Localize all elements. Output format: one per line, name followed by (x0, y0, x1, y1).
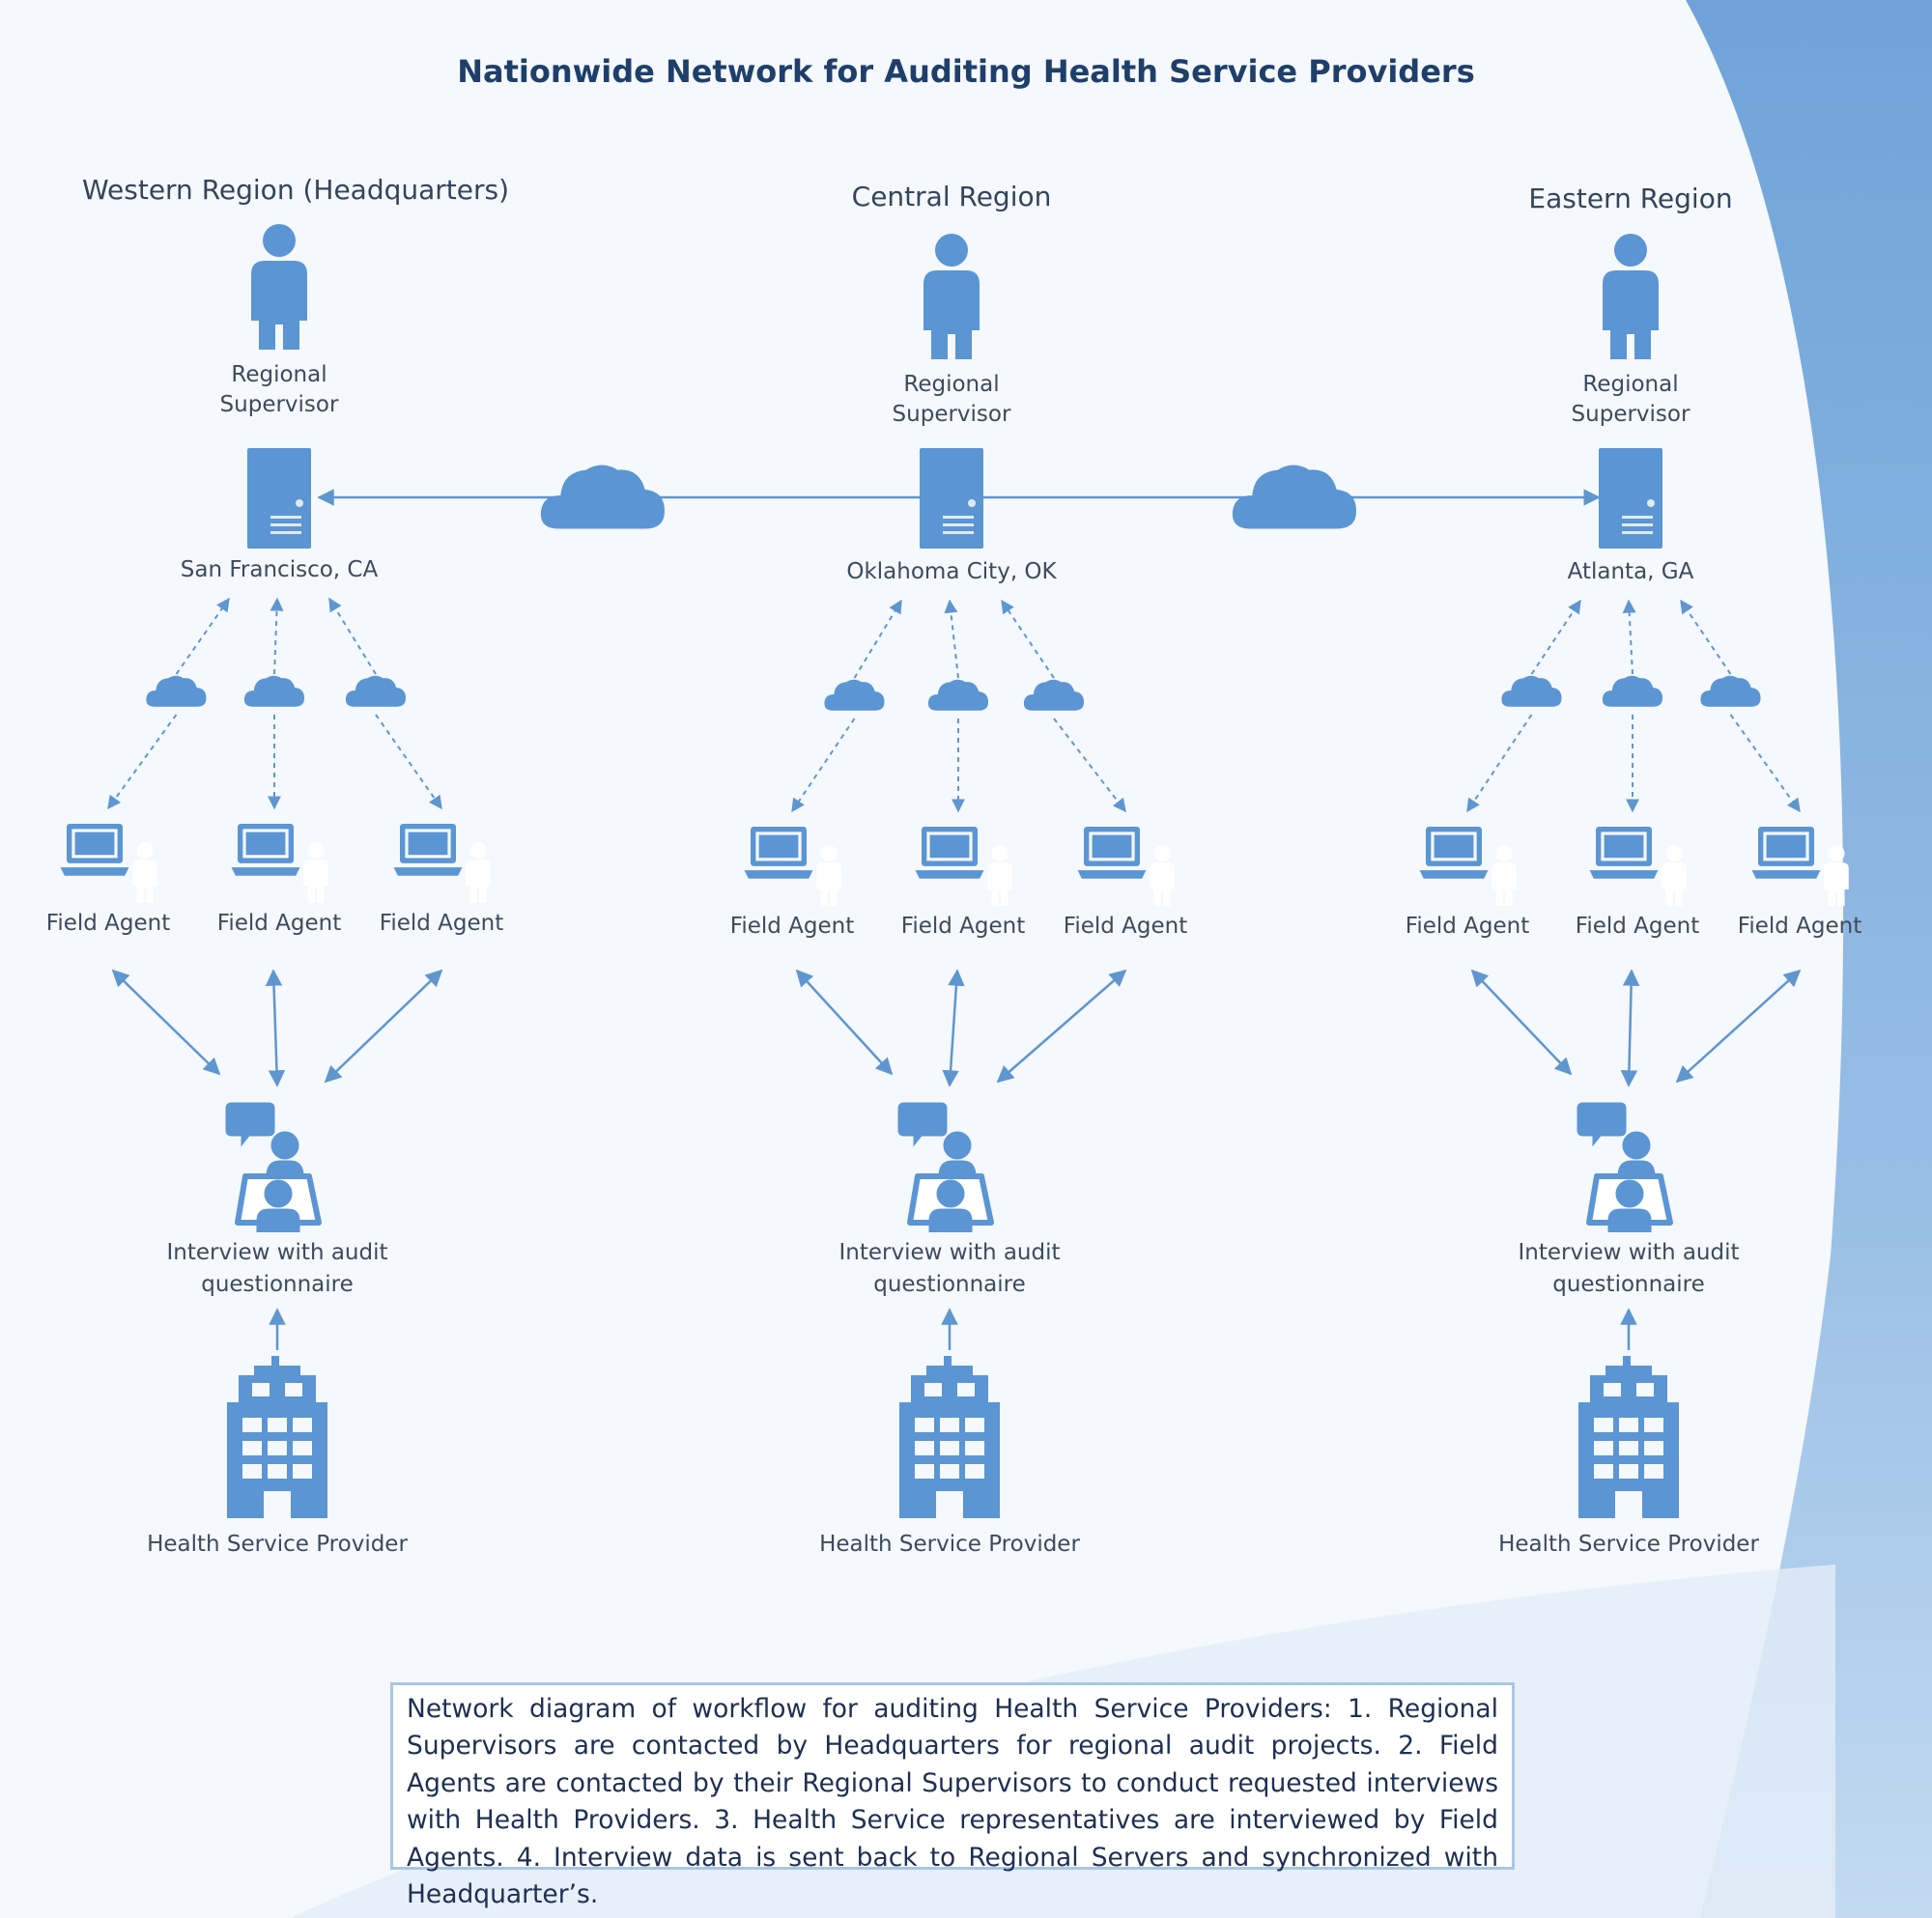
field-agent-laptop-icon (1419, 827, 1489, 879)
server-agent-link-upper (944, 599, 959, 679)
field-agent-laptop-icon (60, 824, 129, 876)
field-agent-person-icon (1824, 845, 1849, 906)
agent-interview-link (996, 969, 1127, 1084)
regional-server-icon (920, 448, 983, 549)
region-title: Eastern Region (1528, 183, 1733, 214)
health-service-provider-building-icon (899, 1356, 1000, 1518)
field-agent-label: Field Agent (216, 911, 342, 936)
server-agent-link-upper (175, 597, 230, 675)
field-agent-label: Field Agent (900, 914, 1026, 939)
server-location-label: Atlanta, GA (1567, 559, 1694, 584)
interview-label-line1: Interview with audit (1518, 1240, 1740, 1265)
server-agent-link-lower (1729, 714, 1801, 813)
supervisor-label-line1: Regional (1582, 372, 1679, 397)
field-agent-person-icon (1492, 845, 1517, 906)
interview-icon (898, 1103, 991, 1232)
regional-server-icon (247, 448, 311, 549)
agent-interview-link (324, 969, 443, 1084)
field-agent-label: Field Agent (1737, 914, 1862, 939)
field-agent-laptop-icon (1589, 827, 1659, 879)
region-title: Central Region (851, 181, 1052, 212)
agent-interview-link (1470, 969, 1573, 1076)
regional-supervisor-icon (923, 234, 980, 359)
field-agent-laptop-icon (744, 827, 813, 879)
field-agent-person-icon (1150, 845, 1175, 906)
agent-interview-link (942, 969, 965, 1087)
backbone-cloud-icon (540, 465, 665, 529)
interview-label-line1: Interview with audit (838, 1240, 1061, 1265)
backbone-cloud-icon (1232, 465, 1356, 529)
regional-server-icon (1599, 448, 1662, 549)
server-agent-link-lower (1466, 714, 1533, 813)
field-agent-label: Field Agent (1405, 914, 1530, 939)
agent-link-cloud-icon (243, 675, 305, 707)
server-location-label: San Francisco, CA (180, 557, 379, 582)
health-service-provider-building-icon (1578, 1356, 1679, 1518)
field-agent-laptop-icon (1077, 827, 1147, 879)
agent-link-cloud-icon (146, 675, 207, 707)
field-agent-label: Field Agent (45, 911, 171, 936)
field-agent-label: Field Agent (729, 914, 855, 939)
field-agent-person-icon (816, 845, 841, 906)
field-agent-person-icon (303, 842, 328, 903)
agent-link-cloud-icon (1023, 679, 1085, 711)
supervisor-label-line2: Supervisor (892, 402, 1011, 427)
server-agent-link-upper (853, 599, 902, 679)
supervisor-label-line2: Supervisor (219, 392, 339, 417)
field-agent-laptop-icon (915, 827, 984, 879)
field-agent-label: Field Agent (379, 911, 504, 936)
agent-link-cloud-icon (927, 679, 989, 711)
diagram-title: Nationwide Network for Auditing Health S… (457, 53, 1475, 90)
interview-label-line1: Interview with audit (166, 1240, 388, 1265)
field-agent-label: Field Agent (1063, 914, 1188, 939)
server-agent-link-upper (1680, 599, 1732, 675)
provider-label: Health Service Provider (147, 1532, 408, 1557)
server-location-label: Oklahoma City, OK (846, 559, 1057, 584)
supervisor-label-line1: Regional (903, 372, 1000, 397)
interview-icon (1577, 1103, 1670, 1232)
agent-interview-link (1675, 969, 1802, 1084)
interview-label-line2: questionnaire (873, 1272, 1026, 1297)
field-agent-laptop-icon (231, 824, 300, 876)
server-agent-link-upper (1530, 599, 1581, 675)
supervisor-label-line2: Supervisor (1571, 402, 1690, 427)
field-agent-person-icon (132, 842, 157, 903)
server-agent-link-lower (107, 714, 178, 810)
field-agent-laptop-icon (1751, 827, 1821, 879)
supervisor-label-line1: Regional (231, 362, 327, 387)
field-agent-person-icon (466, 842, 491, 903)
regional-supervisor-icon (1603, 234, 1659, 359)
interview-label-line2: questionnaire (1552, 1272, 1705, 1297)
provider-label: Health Service Provider (819, 1532, 1080, 1557)
interview-label-line2: questionnaire (201, 1272, 354, 1297)
regional-supervisor-icon (251, 224, 307, 350)
server-agent-link-upper (1622, 599, 1636, 675)
agent-link-cloud-icon (345, 675, 407, 707)
field-agent-label: Field Agent (1575, 914, 1700, 939)
provider-label: Health Service Provider (1498, 1532, 1759, 1557)
caption-box: Network diagram of workflow for auditing… (390, 1682, 1515, 1909)
server-agent-link-lower (791, 718, 856, 813)
server-agent-link-lower (375, 714, 442, 810)
agent-link-cloud-icon (1501, 675, 1562, 707)
server-agent-link-lower (1053, 718, 1126, 813)
server-agent-link-upper (328, 597, 377, 675)
agent-interview-link (111, 969, 221, 1076)
agent-interview-link (265, 969, 286, 1087)
server-agent-link-upper (1001, 599, 1055, 679)
agent-link-cloud-icon (824, 679, 885, 711)
agent-link-cloud-icon (1700, 675, 1761, 707)
field-agent-person-icon (987, 845, 1012, 906)
region-title: Western Region (Headquarters) (81, 174, 510, 206)
server-agent-link-upper (270, 597, 284, 675)
agent-interview-link (1620, 969, 1640, 1087)
field-agent-person-icon (1662, 845, 1687, 906)
agent-link-cloud-icon (1602, 675, 1663, 707)
health-service-provider-building-icon (227, 1356, 327, 1518)
field-agent-laptop-icon (393, 824, 463, 876)
agent-interview-link (795, 969, 894, 1076)
interview-icon (226, 1103, 319, 1232)
